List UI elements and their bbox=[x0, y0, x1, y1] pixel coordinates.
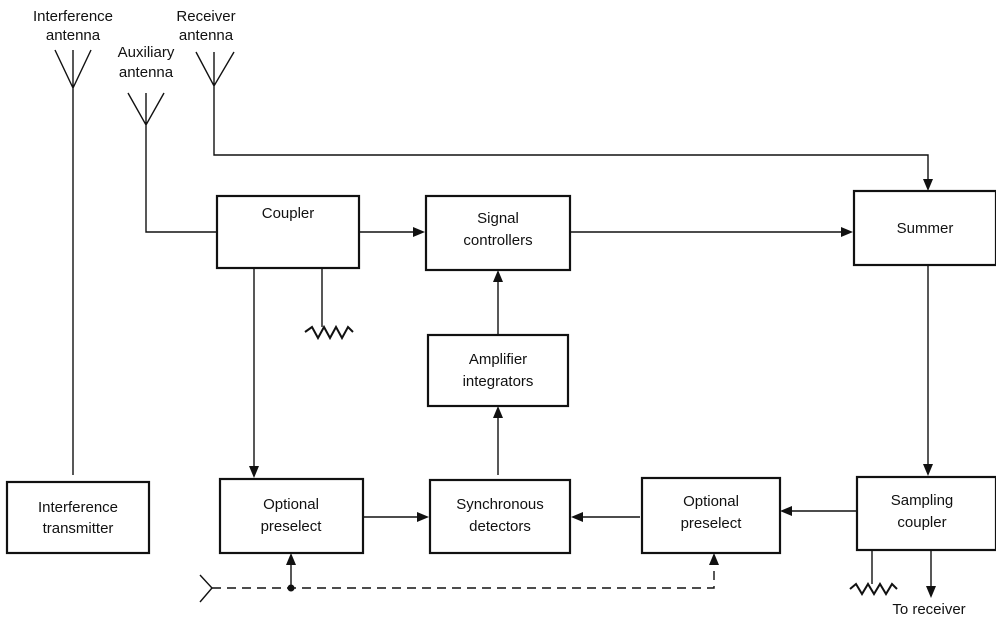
sampling-coupler-label-line2: coupler bbox=[897, 514, 946, 531]
arrow-into-signal-controllers-bottom bbox=[493, 270, 503, 282]
synchronous-detectors-label-line1: Synchronous bbox=[456, 496, 544, 513]
interference-transmitter-label-line2: transmitter bbox=[43, 520, 114, 537]
arrow-into-optional-preselect-right-bottom bbox=[709, 553, 719, 565]
arrow-into-summer bbox=[841, 227, 853, 237]
interference-transmitter-block: Interference transmitter bbox=[5, 480, 151, 555]
interference-antenna-icon bbox=[54, 49, 92, 475]
receiver-antenna-label-line2: antenna bbox=[179, 27, 234, 44]
arrow-into-optional-preselect-right bbox=[780, 506, 792, 516]
arrow-to-receiver bbox=[926, 586, 936, 598]
coupler-label: Coupler bbox=[262, 205, 315, 222]
optional-preselect-right-label-line2: preselect bbox=[681, 515, 743, 532]
summer-block: Summer bbox=[852, 189, 996, 267]
interference-antenna-label-line2: antenna bbox=[46, 27, 101, 44]
arrowheads bbox=[249, 179, 936, 598]
interference-transmitter-label-line1: Interference bbox=[38, 499, 118, 516]
amplifier-integrators-block: Amplifier integrators bbox=[426, 333, 570, 408]
signal-controllers-label-line1: Signal bbox=[477, 210, 519, 227]
arrow-into-signal-controllers bbox=[413, 227, 425, 237]
to-receiver-label: To receiver bbox=[892, 601, 965, 618]
junction-dot-icon bbox=[287, 584, 295, 592]
signal-controllers-block: Signal controllers bbox=[424, 194, 572, 272]
optional-preselect-left-label-line2: preselect bbox=[261, 518, 323, 535]
input-antenna-icon bbox=[199, 574, 213, 603]
resistor-termination-icon bbox=[849, 582, 898, 596]
sampling-coupler-label-line1: Sampling bbox=[891, 492, 954, 509]
optional-preselect-right-label-line1: Optional bbox=[683, 493, 739, 510]
auxiliary-antenna-label-line2: antenna bbox=[119, 64, 174, 81]
signal-controllers-label-line2: controllers bbox=[463, 232, 532, 249]
arrow-into-optional-preselect-left bbox=[249, 466, 259, 478]
arrow-into-sync-from-left bbox=[417, 512, 429, 522]
optional-preselect-left-label-line1: Optional bbox=[263, 496, 319, 513]
summer-label: Summer bbox=[897, 220, 954, 237]
amplifier-integrators-label-line1: Amplifier bbox=[469, 351, 527, 368]
arrow-into-amplifier bbox=[493, 406, 503, 418]
sampling-coupler-block: Sampling coupler bbox=[855, 475, 996, 552]
interference-antenna-label-line1: Interference bbox=[33, 8, 113, 25]
receiver-antenna-icon bbox=[195, 51, 929, 180]
synchronous-detectors-block: Synchronous detectors bbox=[428, 478, 572, 555]
arrow-into-optional-preselect-left-bottom bbox=[286, 553, 296, 565]
amplifier-integrators-label-line2: integrators bbox=[463, 373, 534, 390]
optional-preselect-right-block: Optional preselect bbox=[640, 476, 782, 555]
receiver-antenna-label-line1: Receiver bbox=[176, 8, 235, 25]
arrow-into-sampling-coupler bbox=[923, 464, 933, 476]
resistor-termination-icon bbox=[304, 324, 354, 341]
coupler-block: Coupler bbox=[215, 194, 361, 270]
arrow-into-sync-from-right bbox=[571, 512, 583, 522]
auxiliary-antenna-label-line1: Auxiliary bbox=[118, 44, 175, 61]
optional-preselect-left-block: Optional preselect bbox=[218, 477, 365, 555]
arrow-into-summer-top bbox=[923, 179, 933, 191]
synchronous-detectors-label-line2: detectors bbox=[469, 518, 531, 535]
